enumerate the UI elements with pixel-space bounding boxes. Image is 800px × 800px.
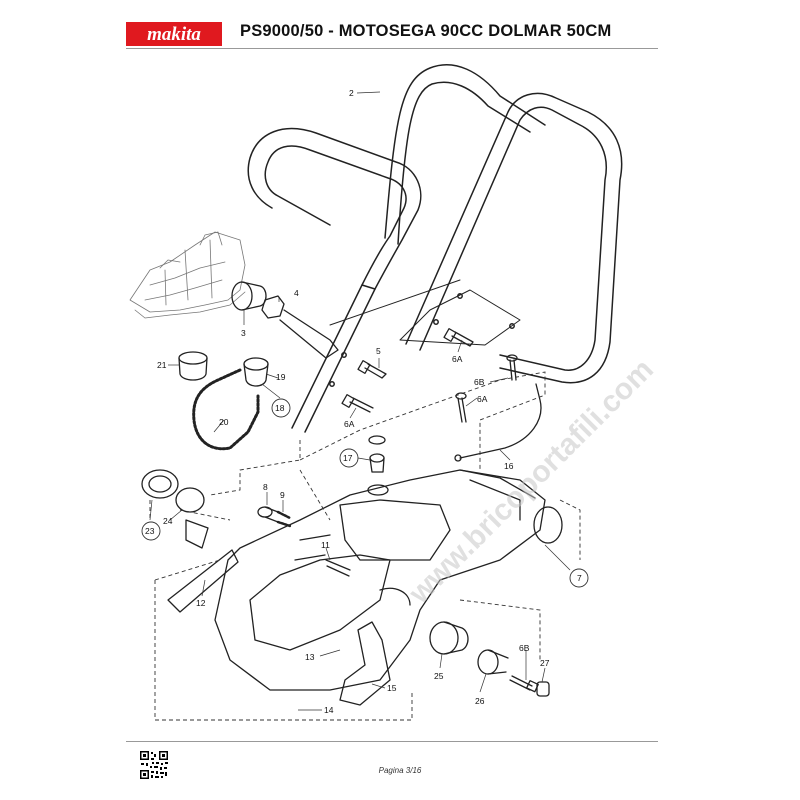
footer-divider (126, 741, 658, 742)
rubber-buffers (429, 621, 550, 697)
leader-23 (149, 499, 153, 521)
part-label-3: 3 (241, 328, 246, 338)
part-label-6a-1: 6A (452, 354, 463, 364)
leader-2 (356, 91, 381, 94)
brand-text: makita (147, 24, 201, 45)
engine-sketch (129, 231, 246, 319)
leader-6a-3 (349, 407, 357, 419)
callout-circle-23 (141, 521, 161, 541)
assembly-boundary-upper (209, 371, 546, 521)
part-label-15: 15 (387, 683, 397, 693)
assembly-boundary-left (149, 500, 231, 521)
oil-pump-stack (367, 435, 389, 496)
leader-19 (265, 373, 279, 379)
part-label-7: 7 (577, 573, 582, 583)
makita-logo: makita (126, 22, 222, 46)
screws (341, 328, 539, 693)
part-label-13: 13 (305, 652, 315, 662)
throttle-cable (459, 383, 542, 459)
part-label-17: 17 (343, 453, 353, 463)
part-label-26: 26 (475, 696, 485, 706)
page-title: PS9000/50 - MOTOSEGA 90CC DOLMAR 50CM (240, 22, 612, 40)
callout-circle-18 (271, 398, 291, 418)
leader-25 (439, 653, 443, 669)
part-label-24: 24 (163, 516, 173, 526)
leader-7 (544, 544, 571, 571)
callout-circle-17 (339, 448, 359, 468)
part-label-23: 23 (145, 526, 155, 536)
part-label-27: 27 (540, 658, 550, 668)
part-label-2: 2 (349, 88, 354, 98)
assembly-boundary-lower (154, 499, 581, 721)
rubber-mount (231, 281, 267, 311)
part-label-14: 14 (324, 705, 334, 715)
spacer-nut (261, 295, 339, 359)
part-label-19: 19 (276, 372, 286, 382)
part-label-6b-2: 6B (519, 643, 530, 653)
leader-6a-1 (457, 339, 463, 353)
part-label-25: 25 (434, 671, 444, 681)
trigger-lock (167, 549, 239, 613)
part-label-6a-2: 6A (477, 394, 488, 404)
qr-code-icon (139, 750, 169, 780)
leader-24 (169, 509, 183, 521)
header-divider (126, 48, 658, 49)
leader-20 (213, 419, 225, 433)
leader-15 (371, 683, 386, 689)
part-label-12: 12 (196, 598, 206, 608)
part-label-6b-1: 6B (474, 377, 485, 387)
page-number: Pagina 3/16 (378, 766, 422, 775)
fuel-filter-assembly (178, 351, 269, 451)
springs (257, 506, 292, 528)
leader-17 (357, 457, 371, 461)
part-label-20: 20 (219, 417, 229, 427)
main-housing (214, 469, 563, 691)
leader-27 (541, 667, 546, 683)
leader-6a-2 (465, 397, 478, 407)
part-label-4: 4 (294, 288, 299, 298)
handlebar (247, 64, 623, 433)
watermark: www.bricoportafili.com (402, 353, 660, 611)
part-label-9: 9 (280, 490, 285, 500)
part-label-8: 8 (263, 482, 268, 492)
leader-13 (319, 649, 341, 657)
part-label-16: 16 (504, 461, 514, 471)
part-label-5: 5 (376, 346, 381, 356)
dowel-pin (325, 559, 351, 577)
leader-26 (479, 673, 487, 693)
leader-6b-1 (489, 377, 509, 383)
leader-11 (325, 547, 331, 561)
part-label-21: 21 (157, 360, 167, 370)
callout-circle-7 (569, 568, 589, 588)
trigger (339, 621, 391, 706)
leader-18 (261, 383, 281, 399)
part-label-11: 11 (321, 540, 330, 550)
part-label-6a-3: 6A (344, 419, 355, 429)
part-label-18: 18 (275, 403, 285, 413)
tank-cap (141, 469, 209, 549)
leader-16 (499, 449, 511, 461)
leader-12 (201, 579, 206, 597)
